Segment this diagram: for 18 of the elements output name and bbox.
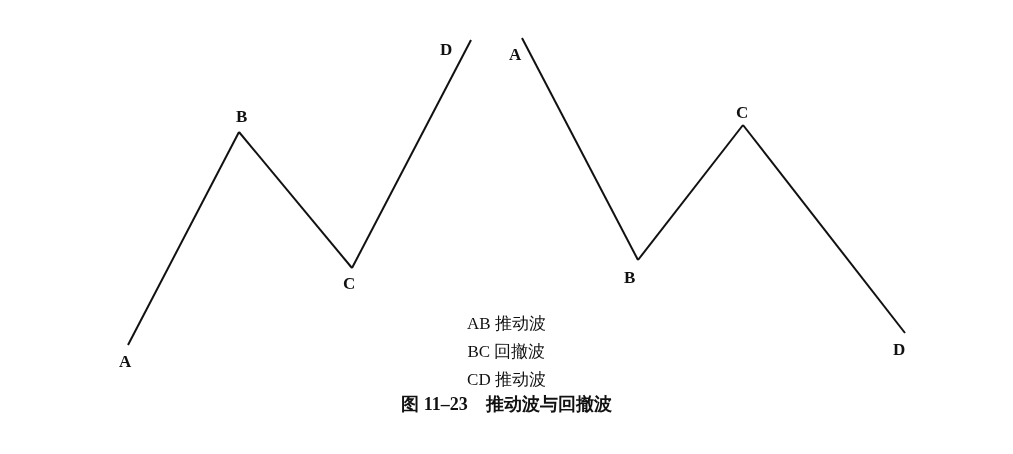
wave-line bbox=[238, 131, 353, 269]
wave-note: BC 回撤波 bbox=[467, 342, 546, 361]
point-label: C bbox=[736, 104, 749, 122]
point-label: C bbox=[343, 275, 356, 293]
point-label: B bbox=[236, 108, 248, 126]
figure-caption: 图 11–23 推动波与回撤波 bbox=[401, 394, 612, 414]
point-label: B bbox=[624, 269, 636, 287]
point-label: A bbox=[119, 353, 132, 371]
wave-line bbox=[742, 124, 906, 334]
wave-line bbox=[521, 37, 639, 261]
wave-note: CD 推动波 bbox=[467, 370, 546, 389]
wave-line bbox=[637, 124, 744, 261]
wave-line bbox=[351, 39, 472, 269]
point-label: A bbox=[509, 46, 522, 64]
point-label: D bbox=[893, 341, 906, 359]
wave-note: AB 推动波 bbox=[467, 314, 546, 333]
point-label: D bbox=[440, 41, 453, 59]
wave-line bbox=[127, 131, 240, 346]
